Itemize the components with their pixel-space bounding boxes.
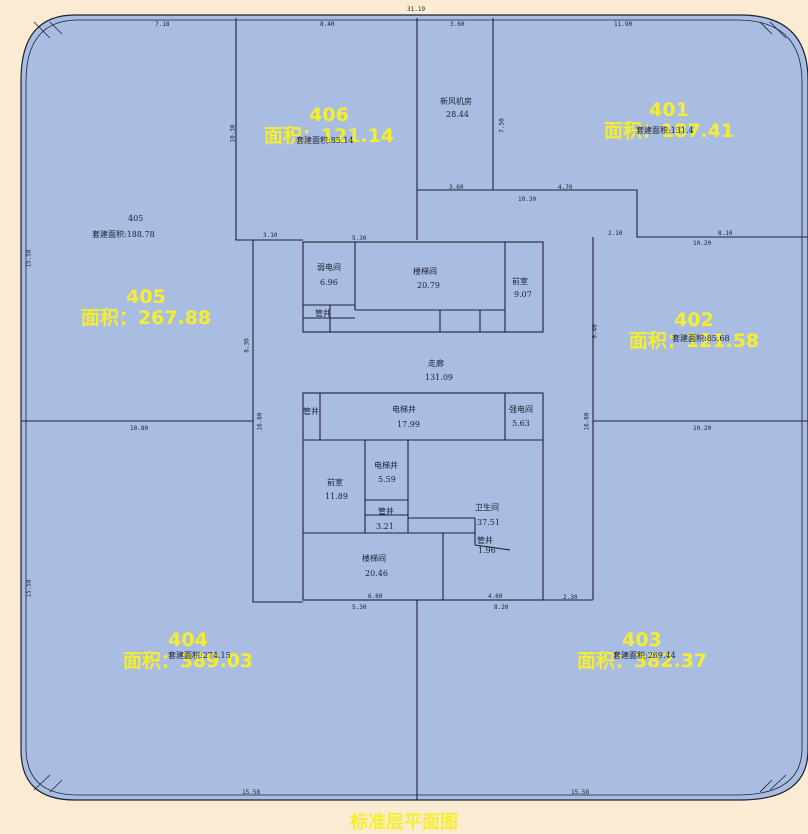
elevator-small-area: 5.59 — [378, 475, 396, 484]
dim-bottom-right: 15.58 — [571, 789, 590, 796]
dim-bottom-left: 15.58 — [242, 789, 261, 796]
dim-core-left: 16.60 — [256, 412, 264, 431]
dim-3-60: 3.60 — [449, 184, 464, 191]
dim-core-top-right: 9.40 — [591, 324, 599, 339]
dim-left-upper: 15.58 — [25, 249, 33, 268]
unit-area: 面积：267.88 — [80, 306, 212, 329]
strong-elec-area: 5.63 — [512, 419, 530, 428]
unit-401-gross: 套建面积:131.4 — [636, 126, 694, 135]
dim-10-20-a: 10.20 — [693, 240, 712, 247]
dim-4-60: 4.60 — [488, 593, 503, 600]
elevator-name: 电梯井 — [392, 405, 416, 414]
pipe-right-area: 1.96 — [478, 546, 496, 555]
unit-402-label: 402 面积：121.58 — [619, 310, 769, 352]
fan-room-area: 28.44 — [446, 110, 469, 119]
fan-room-name: 新风机房 — [440, 97, 472, 106]
pipe-top-name: 管井 — [315, 309, 331, 318]
elevator-area: 17.99 — [397, 420, 420, 429]
corner-ticks — [33, 21, 787, 793]
dim-4-70: 4.70 — [558, 184, 573, 191]
unit-405-gross: 套建面积:188.78 — [92, 230, 155, 239]
floor-outline — [20, 14, 808, 801]
dim-6-60: 6.60 — [368, 593, 383, 600]
pipe-left-name: 管井 — [303, 407, 319, 416]
lobby-name: 前室 — [327, 478, 343, 487]
unit-403-gross: 套建面积:269.44 — [613, 651, 676, 660]
plan-title: 标准层平面图 — [350, 812, 458, 833]
unit-number: 404 — [168, 629, 208, 651]
unit-402-gross: 套建面积:85.68 — [672, 334, 730, 343]
floor-outline-inner — [25, 19, 803, 796]
unit-405-label: 405 面积：267.88 — [70, 287, 222, 329]
unit-406-label: 406 面积：121.14 — [254, 105, 404, 147]
unit-404-label: 404 面积：389.03 — [112, 630, 264, 672]
dim-3-10: 3.10 — [263, 232, 278, 239]
dim-2-10: 2.10 — [608, 230, 623, 237]
unit-area: 面积：187.41 — [603, 119, 735, 142]
pipe-mid-area: 3.21 — [376, 522, 394, 531]
strong-elec-name: 强电间 — [509, 405, 533, 414]
dim-core-right: 16.60 — [583, 412, 591, 431]
dim-5-30-top: 5.30 — [352, 235, 367, 242]
dim-fan-room: 7.50 — [498, 118, 506, 133]
unit-area: 面积：121.58 — [628, 329, 760, 352]
stair-top-area: 20.79 — [417, 281, 440, 290]
dim-top-b: 8.40 — [320, 21, 335, 28]
unit-404-gross: 套建面积:274.15 — [168, 651, 231, 660]
dim-8-10: 8.10 — [718, 230, 733, 237]
stair-bottom-name: 楼梯间 — [362, 554, 386, 563]
lobby-area: 11.89 — [325, 492, 348, 501]
toilet-area: 37.51 — [477, 518, 500, 527]
unit-number: 402 — [674, 309, 714, 331]
pipe-mid-name: 管井 — [378, 507, 394, 516]
stair-bottom-area: 20.46 — [365, 569, 388, 578]
front-room-area: 9.07 — [514, 290, 532, 299]
dim-10-80: 10.80 — [130, 425, 149, 432]
dim-10-30: 10.30 — [518, 196, 537, 203]
unit-401-label: 401 面积：187.41 — [594, 100, 744, 142]
corridor-area: 131.09 — [425, 373, 453, 382]
unit-area: 面积：389.03 — [122, 649, 254, 672]
dim-left-lower: 15.58 — [25, 579, 33, 598]
walls — [21, 18, 808, 800]
weak-elec-area: 6.96 — [320, 278, 338, 287]
dim-top-total: 31.19 — [407, 6, 426, 13]
unit-number: 403 — [622, 629, 662, 651]
unit-number: 401 — [649, 99, 689, 121]
dim-top-a: 7.18 — [155, 21, 170, 28]
dim-5-30-bottom: 5.30 — [352, 604, 367, 611]
unit-number: 406 — [309, 104, 349, 126]
unit-403-label: 403 面积：382.37 — [566, 630, 718, 672]
dim-2-30: 2.30 — [563, 594, 578, 601]
elevator-small-name: 电梯井 — [374, 461, 398, 470]
dim-core-left-mid: 8.30 — [243, 338, 251, 353]
unit-area: 面积：382.37 — [576, 649, 708, 672]
front-room-name: 前室 — [512, 277, 528, 286]
dim-8-20: 8.20 — [494, 604, 509, 611]
unit-405-small-number: 405 — [128, 214, 144, 223]
pipe-right-name: 管井 — [477, 536, 493, 545]
dim-top-c: 3.60 — [450, 21, 465, 28]
dim-406-height: 10.30 — [229, 124, 237, 143]
unit-number: 405 — [126, 286, 166, 308]
corridor-name: 走廊 — [428, 359, 444, 368]
dim-10-20-b: 10.20 — [693, 425, 712, 432]
dim-top-d: 11.90 — [614, 21, 633, 28]
stair-top-name: 楼梯间 — [413, 267, 437, 276]
weak-elec-name: 弱电间 — [317, 263, 341, 272]
unit-406-gross: 套建面积:85.14 — [296, 136, 354, 145]
unit-area: 面积：121.14 — [263, 124, 395, 147]
toilet-name: 卫生间 — [475, 503, 499, 512]
